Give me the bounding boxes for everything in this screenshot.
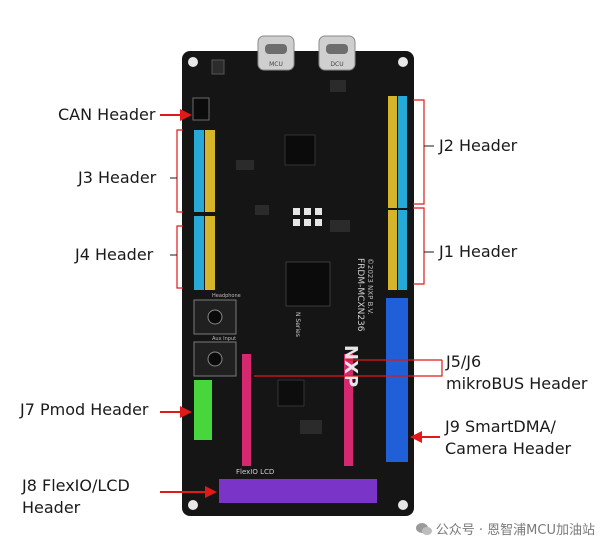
mounting-hole: [398, 57, 408, 67]
silk-model: FRDM-MCXN236: [355, 258, 365, 332]
j8-label-line2: Header: [22, 498, 81, 517]
j9-label-line2: Camera Header: [445, 439, 572, 458]
mcu-debug-chip: [284, 134, 316, 166]
silk-copyright: ©2023 NXP B.V.: [366, 258, 374, 315]
component: [330, 220, 350, 232]
headphone-jack-hole: [207, 309, 223, 325]
silk-headphone: Headphone: [212, 293, 241, 299]
component: [236, 160, 254, 170]
can-header: [192, 97, 210, 121]
j7-header-label: J7 Pmod Header: [20, 400, 149, 419]
j3-header: [194, 130, 215, 212]
silk-series: N Series: [294, 312, 301, 337]
wechat-icon: [415, 523, 432, 535]
j3-bracket: [176, 129, 183, 213]
j8-label-line1: J8 FlexIO/LCD: [22, 476, 130, 495]
j4-header: [194, 216, 215, 290]
mounting-hole: [398, 500, 408, 510]
j2-header: [388, 96, 407, 208]
arrows: [160, 109, 440, 498]
mounting-hole: [188, 500, 198, 510]
usb-c-connector-left: MCU: [257, 35, 295, 71]
j6-mikrobus-header: [344, 354, 353, 466]
component: [277, 379, 305, 407]
watermark: 公众号 · 恩智浦MCU加油站: [415, 519, 595, 538]
mounting-hole: [188, 57, 198, 67]
white-pad-array: [293, 208, 322, 226]
j5j6-label-line1: J5/J6: [446, 352, 482, 371]
j5-mikrobus-header: [242, 354, 251, 466]
j7-pmod-header: [194, 380, 212, 440]
usb-left-label: MCU: [269, 61, 283, 68]
main-mcu-chip: [285, 261, 331, 307]
component: [330, 80, 346, 92]
brackets: [176, 99, 443, 377]
aux-input-jack-hole: [207, 351, 223, 367]
component: [211, 59, 225, 75]
component: [300, 420, 322, 434]
j8-flexio-header: [219, 479, 377, 503]
j3-header-label: J3 Header: [78, 168, 157, 187]
j1-header-label: J1 Header: [439, 242, 518, 261]
j5j6-bracket: [254, 359, 443, 377]
j5j6-label-line2: mikroBUS Header: [446, 374, 588, 393]
usb-right-label: DCU: [330, 61, 343, 68]
silk-aux: Aux Input: [212, 336, 236, 342]
silk-flexio: FlexIO LCD: [236, 468, 274, 476]
leader-lines: [170, 145, 434, 256]
j2-header-label: J2 Header: [439, 136, 518, 155]
j9-header: [386, 298, 408, 462]
silk-logo: NXP: [340, 345, 361, 387]
j4-header-label: J4 Header: [75, 245, 154, 264]
j2-bracket: [413, 99, 425, 205]
j4-bracket: [176, 225, 183, 289]
watermark-text: 公众号 · 恩智浦MCU加油站: [435, 523, 595, 538]
usb-c-connector-right: DCU: [318, 35, 356, 71]
can-header-label: CAN Header: [58, 105, 156, 124]
j9-label-line1: J9 SmartDMA/: [445, 417, 556, 436]
j1-header: [388, 210, 407, 290]
component: [255, 205, 269, 215]
j1-bracket: [413, 207, 425, 285]
